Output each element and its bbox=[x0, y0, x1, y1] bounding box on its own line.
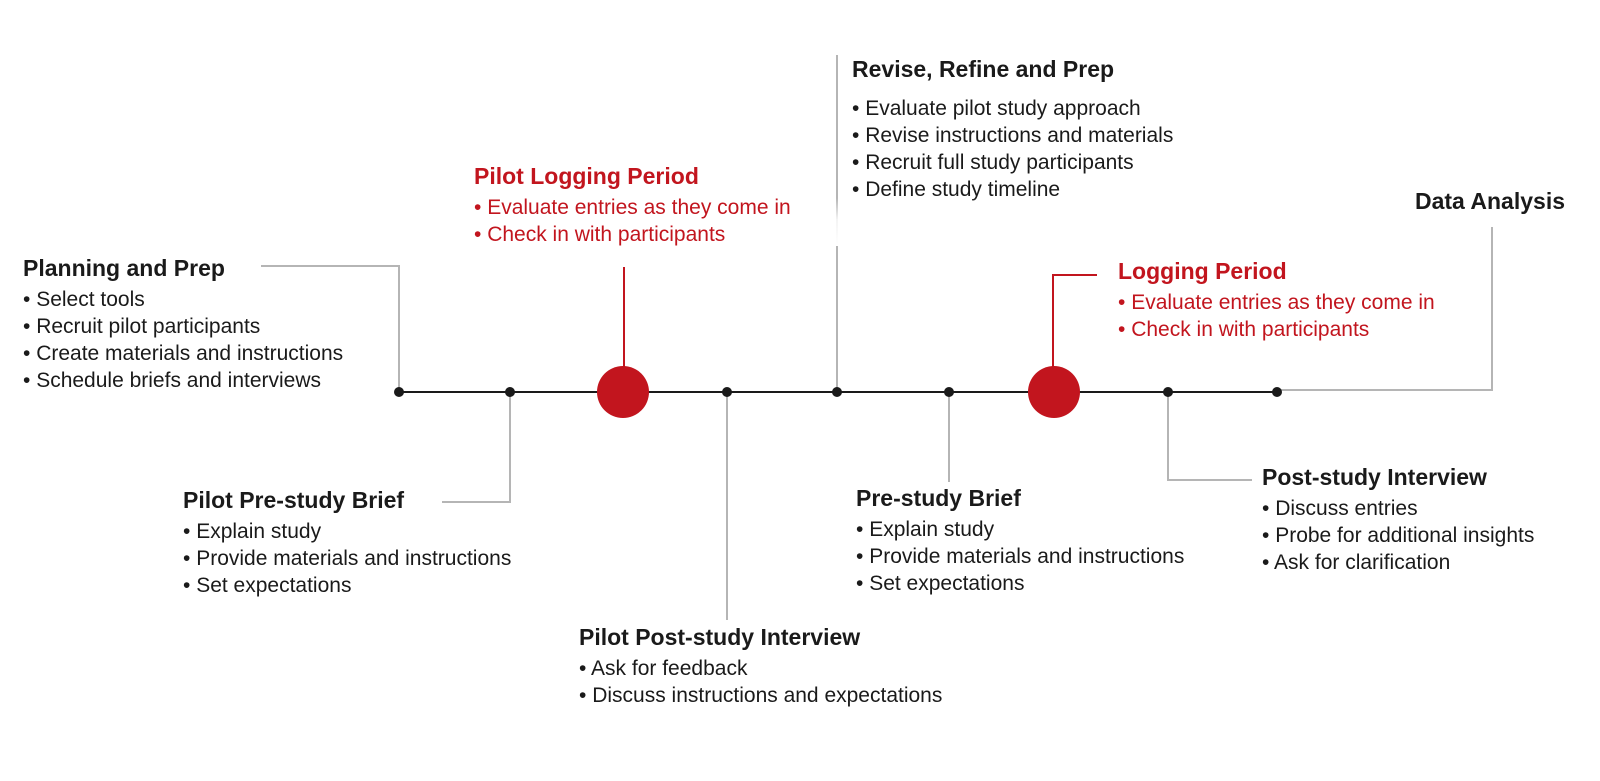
phase-analysis: Data Analysis bbox=[1415, 188, 1565, 219]
period-markers bbox=[597, 366, 1080, 418]
phase-title: Post-study Interview bbox=[1262, 464, 1487, 490]
milestone-dot bbox=[1163, 387, 1173, 397]
connectors bbox=[261, 55, 1493, 620]
phase-planning: Planning and Prep • Select tools • Recru… bbox=[23, 255, 343, 394]
fade-overlay bbox=[830, 198, 1190, 246]
connector-interview bbox=[1167, 392, 1252, 481]
connector-analysis bbox=[1277, 227, 1493, 391]
milestone-dot bbox=[832, 387, 842, 397]
list-item: • Check in with participants bbox=[1118, 318, 1370, 341]
milestone-dot bbox=[944, 387, 954, 397]
milestone-dot bbox=[722, 387, 732, 397]
pilot-logging-marker bbox=[597, 366, 649, 418]
phase-title: Data Analysis bbox=[1415, 188, 1565, 214]
list-item: • Schedule briefs and interviews bbox=[23, 369, 322, 392]
phase-title: Revise, Refine and Prep bbox=[852, 56, 1115, 82]
phase-items: • Select tools • Recruit pilot participa… bbox=[23, 286, 343, 394]
milestone-dot bbox=[1272, 387, 1282, 397]
list-item: • Set expectations bbox=[856, 572, 1025, 595]
logging-marker bbox=[1028, 366, 1080, 418]
phase-brief: Pre-study Brief • Explain study • Provid… bbox=[856, 485, 1184, 597]
list-item: • Probe for additional insights bbox=[1262, 524, 1535, 547]
phase-items: • Explain study • Provide materials and … bbox=[183, 518, 511, 599]
list-item: • Evaluate pilot study approach bbox=[852, 97, 1141, 120]
list-item: • Revise instructions and materials bbox=[852, 124, 1174, 147]
list-item: • Check in with participants bbox=[474, 223, 726, 246]
phase-items: • Discuss entries • Probe for additional… bbox=[1262, 495, 1534, 576]
phase-title: Planning and Prep bbox=[23, 255, 225, 281]
list-item: • Explain study bbox=[856, 518, 995, 541]
phase-pilot-logging: Pilot Logging Period • Evaluate entries … bbox=[474, 163, 791, 248]
list-item: • Create materials and instructions bbox=[23, 342, 344, 365]
phase-title: Logging Period bbox=[1118, 258, 1287, 284]
list-item: • Provide materials and instructions bbox=[856, 545, 1185, 568]
red-connectors bbox=[623, 267, 1097, 370]
phase-items: • Evaluate entries as they come in • Che… bbox=[474, 194, 791, 248]
milestones bbox=[394, 387, 1282, 397]
milestone-dot bbox=[394, 387, 404, 397]
list-item: • Evaluate entries as they come in bbox=[1118, 291, 1435, 314]
phase-title: Pilot Post-study Interview bbox=[579, 624, 861, 650]
list-item: • Select tools bbox=[23, 288, 145, 311]
list-item: • Ask for clarification bbox=[1262, 551, 1451, 574]
phase-logging: Logging Period • Evaluate entries as the… bbox=[1118, 258, 1435, 343]
list-item: • Recruit full study participants bbox=[852, 151, 1134, 174]
list-item: • Define study timeline bbox=[852, 178, 1061, 201]
connector-logging bbox=[1052, 274, 1097, 370]
phase-title: Pilot Logging Period bbox=[474, 163, 699, 189]
phase-interview: Post-study Interview • Discuss entries •… bbox=[1262, 464, 1534, 576]
list-item: • Evaluate entries as they come in bbox=[474, 196, 791, 219]
phase-items: • Evaluate pilot study approach • Revise… bbox=[852, 95, 1173, 203]
list-item: • Provide materials and instructions bbox=[183, 547, 512, 570]
phase-items: • Evaluate entries as they come in • Che… bbox=[1118, 289, 1435, 343]
list-item: • Discuss entries bbox=[1262, 497, 1418, 520]
list-item: • Explain study bbox=[183, 520, 322, 543]
connector-planning bbox=[261, 265, 400, 392]
phase-revise: Revise, Refine and Prep • Evaluate pilot… bbox=[852, 56, 1173, 203]
phase-items: • Ask for feedback • Discuss instruction… bbox=[579, 655, 942, 709]
connector-pilot-brief bbox=[442, 392, 511, 503]
phase-title: Pre-study Brief bbox=[856, 485, 1021, 511]
phase-title: Pilot Pre-study Brief bbox=[183, 487, 405, 513]
phase-pilot-brief: Pilot Pre-study Brief • Explain study • … bbox=[183, 487, 511, 599]
list-item: • Ask for feedback bbox=[579, 657, 748, 680]
phase-pilot-interview: Pilot Post-study Interview • Ask for fee… bbox=[579, 624, 942, 709]
list-item: • Recruit pilot participants bbox=[23, 315, 261, 338]
milestone-dot bbox=[505, 387, 515, 397]
list-item: • Discuss instructions and expectations bbox=[579, 684, 943, 707]
list-item: • Set expectations bbox=[183, 574, 352, 597]
phase-items: • Explain study • Provide materials and … bbox=[856, 516, 1184, 597]
